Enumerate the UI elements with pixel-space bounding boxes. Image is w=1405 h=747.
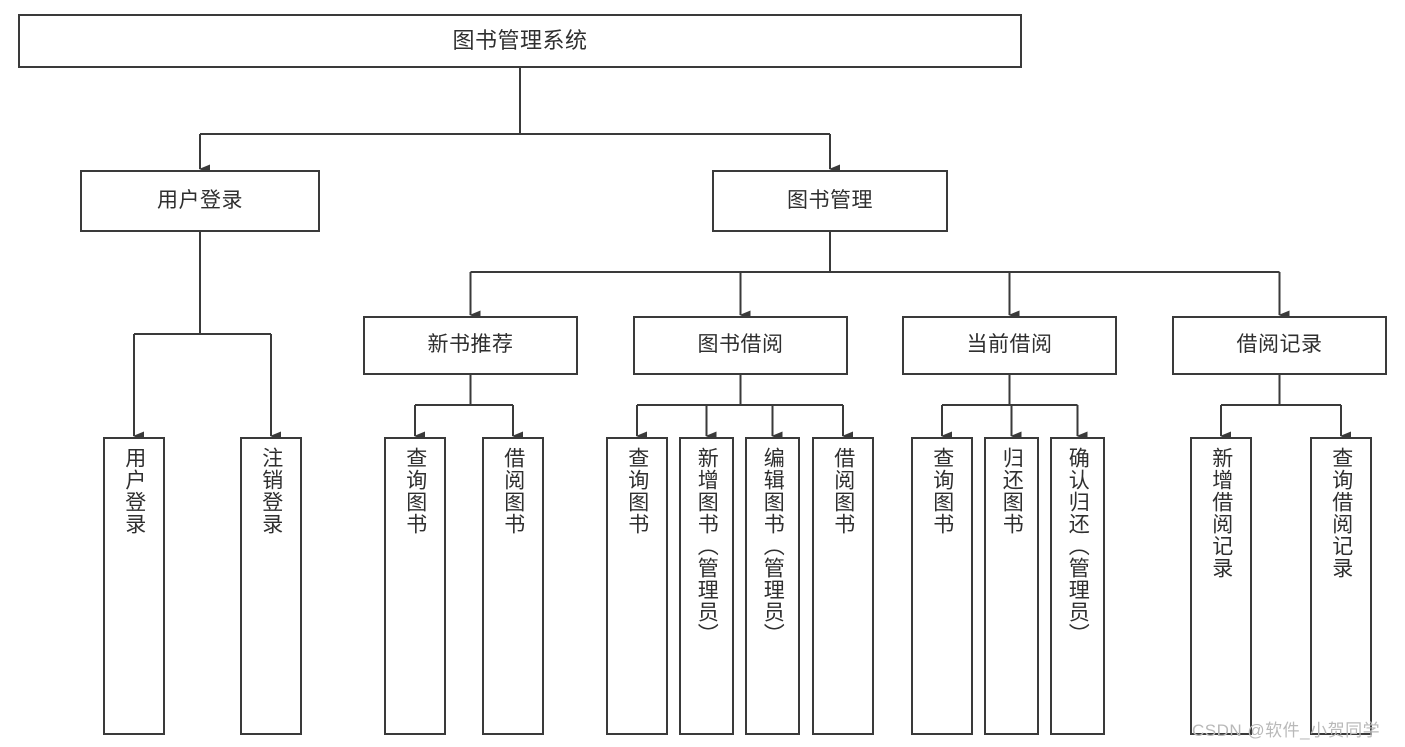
node-leaf-query-1[interactable]: 查询图书 (384, 437, 446, 735)
node-label: 用户登录 (157, 188, 243, 212)
node-leaf-confirm[interactable]: 确认归还（管理员） (1050, 437, 1105, 735)
node-new-book-rec[interactable]: 新书推荐 (363, 316, 578, 375)
node-label: 编辑图书（管理员） (761, 447, 785, 645)
node-leaf-user-login[interactable]: 用户登录 (103, 437, 165, 735)
node-label: 确认归还（管理员） (1066, 447, 1090, 645)
node-leaf-logout[interactable]: 注销登录 (240, 437, 302, 735)
node-label: 图书管理系统 (452, 28, 588, 54)
node-leaf-query-rec[interactable]: 查询借阅记录 (1310, 437, 1372, 735)
node-label: 用户登录 (122, 447, 146, 535)
node-leaf-borrow-1[interactable]: 借阅图书 (482, 437, 544, 735)
node-label: 新增图书（管理员） (695, 447, 719, 645)
node-label: 图书借阅 (697, 333, 784, 357)
node-user-login[interactable]: 用户登录 (80, 170, 320, 232)
edge-group (132, 68, 1351, 441)
node-leaf-add-book[interactable]: 新增图书（管理员） (679, 437, 734, 735)
node-borrow-records[interactable]: 借阅记录 (1172, 316, 1387, 375)
node-leaf-return[interactable]: 归还图书 (984, 437, 1039, 735)
node-root[interactable]: 图书管理系统 (18, 14, 1022, 68)
node-leaf-add-rec[interactable]: 新增借阅记录 (1190, 437, 1252, 735)
node-label: 注销登录 (259, 447, 283, 535)
node-label: 图书管理 (787, 188, 873, 212)
node-leaf-edit-book[interactable]: 编辑图书（管理员） (745, 437, 800, 735)
node-book-borrow[interactable]: 图书借阅 (633, 316, 848, 375)
node-label: 查询借阅记录 (1329, 447, 1353, 579)
node-label: 查询图书 (625, 447, 649, 535)
node-label: 借阅记录 (1236, 333, 1323, 357)
node-label: 借阅图书 (831, 447, 855, 535)
node-leaf-query-3[interactable]: 查询图书 (911, 437, 973, 735)
node-label: 新增借阅记录 (1209, 447, 1233, 579)
node-book-manage[interactable]: 图书管理 (712, 170, 948, 232)
node-label: 查询图书 (930, 447, 954, 535)
node-current-borrow[interactable]: 当前借阅 (902, 316, 1117, 375)
node-label: 查询图书 (403, 447, 427, 535)
node-label: 当前借阅 (966, 333, 1053, 357)
node-leaf-query-2[interactable]: 查询图书 (606, 437, 668, 735)
node-leaf-borrow-2[interactable]: 借阅图书 (812, 437, 874, 735)
node-label: 新书推荐 (427, 333, 514, 357)
node-label: 归还图书 (1000, 447, 1024, 535)
node-label: 借阅图书 (501, 447, 525, 535)
